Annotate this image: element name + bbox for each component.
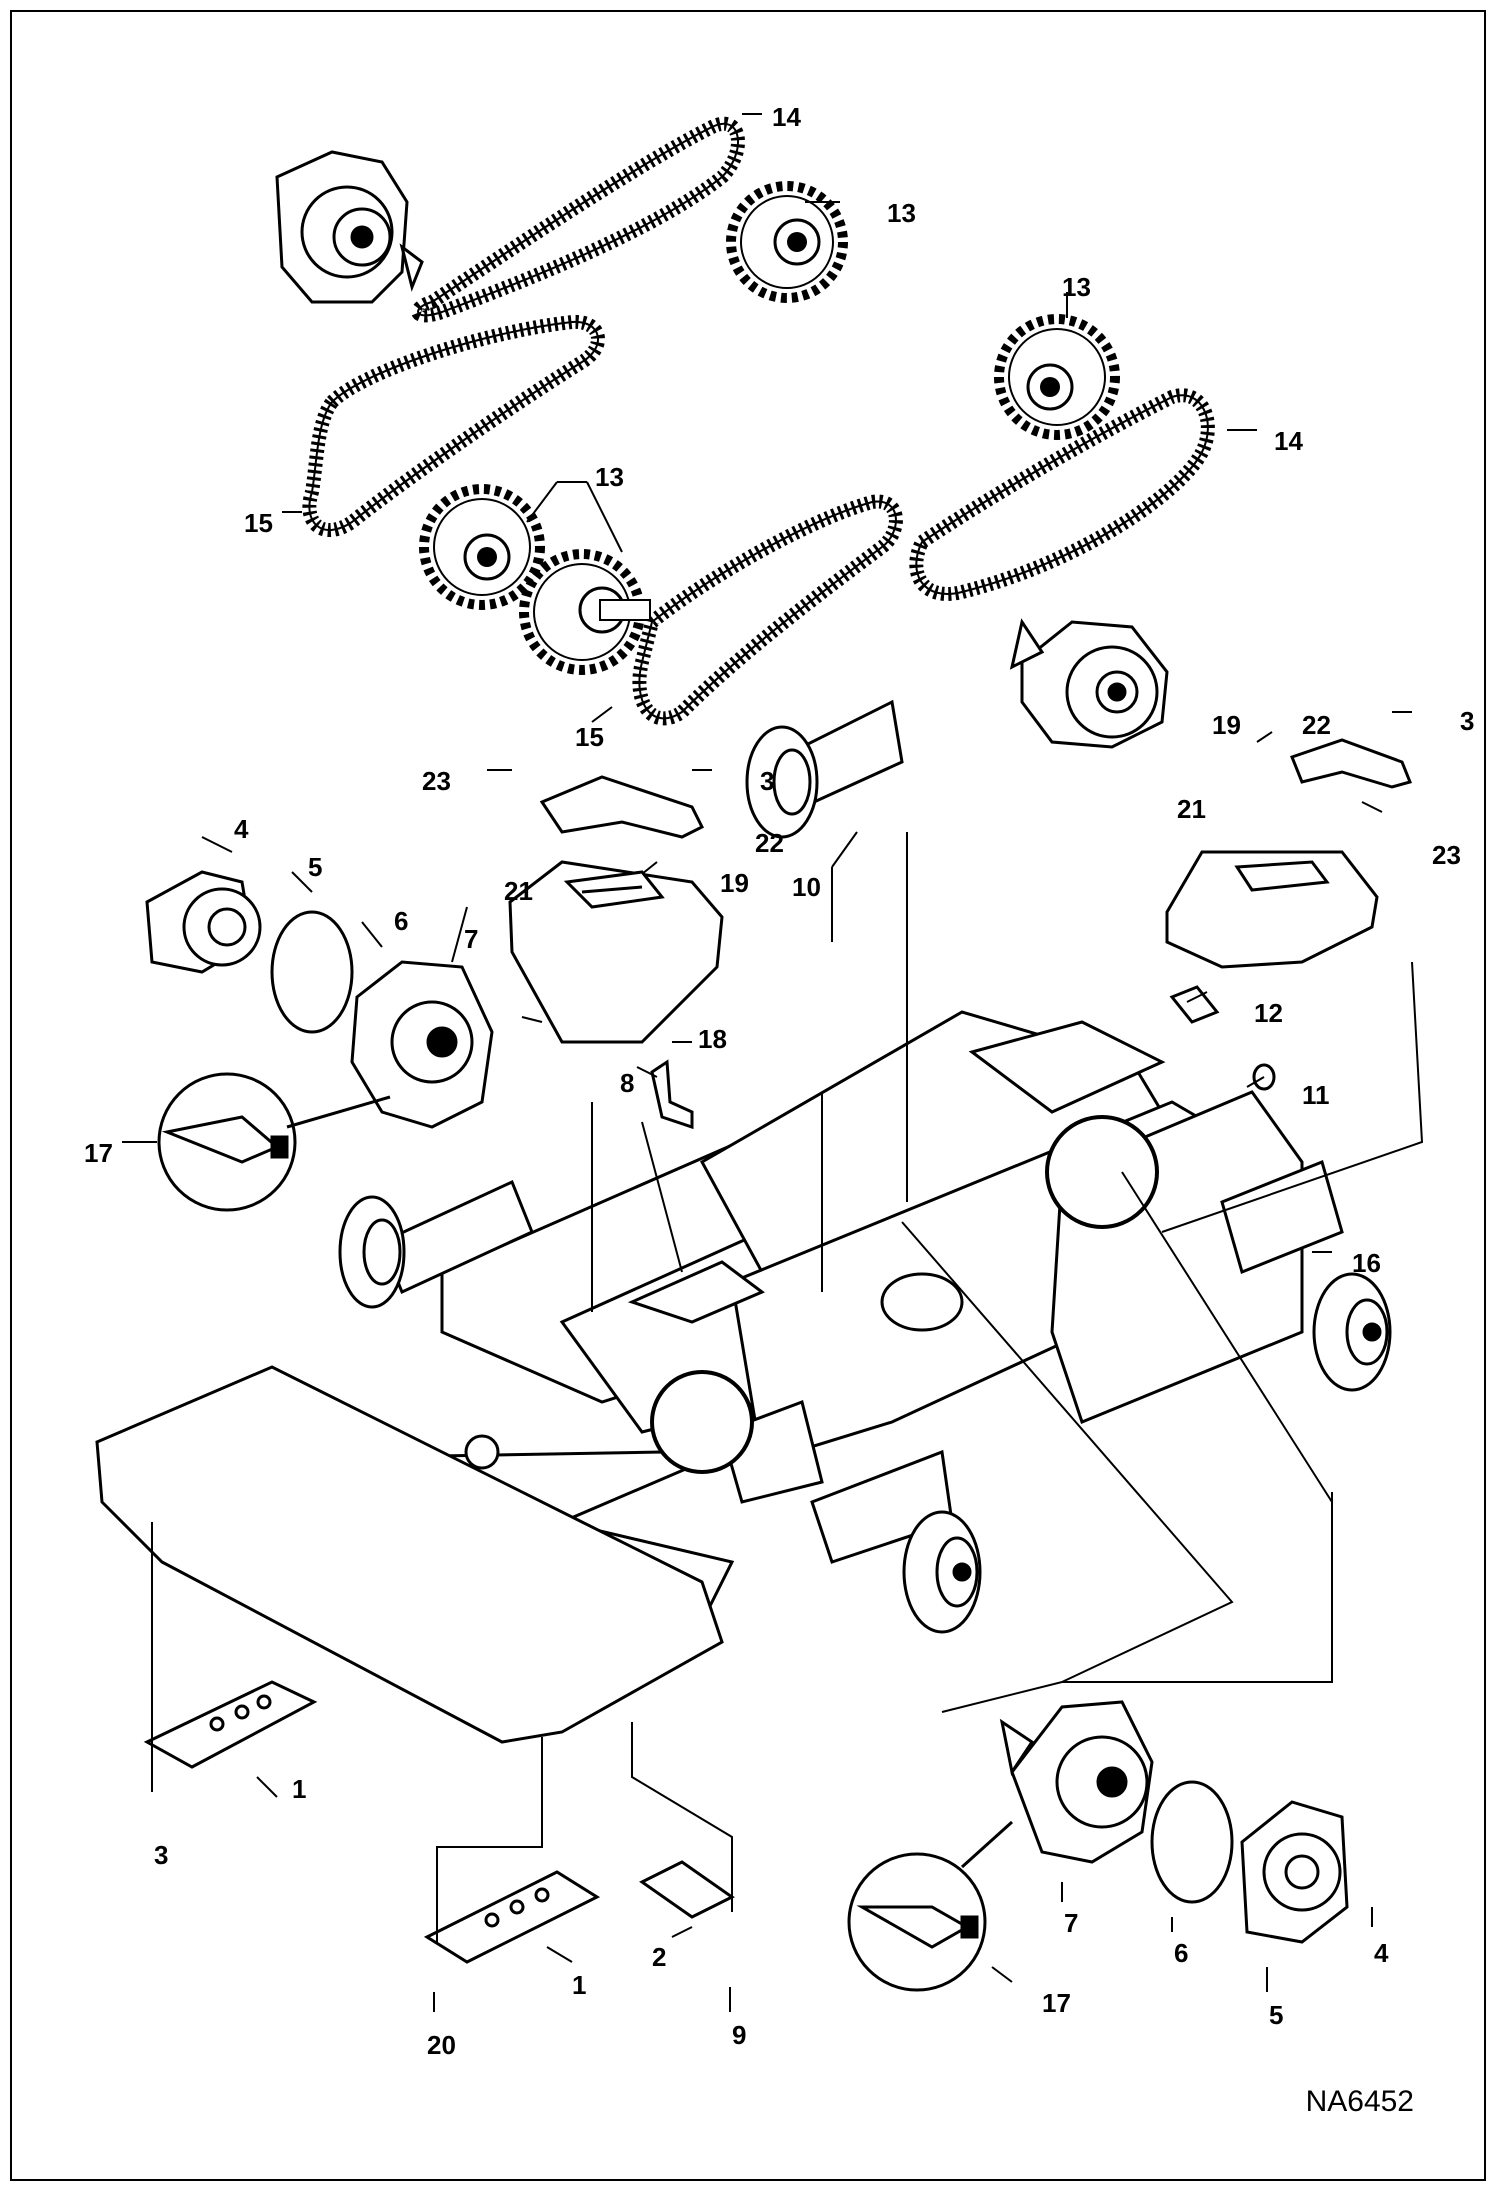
drive-housing-top-right [1009,618,1169,749]
callout-4-lower: 4 [1374,1938,1389,1968]
drive-housing-upper-left [350,960,494,1129]
callout-18: 18 [698,1024,727,1054]
callout-21-right: 21 [1177,794,1206,824]
callout-23-right: 23 [1432,840,1461,870]
sprocket-center-right [519,549,651,675]
callout-3-bottom: 3 [154,1840,169,1870]
axle-hub-right [1312,1272,1392,1392]
axle-hub-lower-left [338,1195,406,1309]
bracket-left [539,775,705,839]
track-guide-right [1165,850,1379,969]
drive-housing-lower-right [999,1700,1154,1864]
callout-13-center: 13 [595,462,624,492]
callout-3-center: 3 [760,766,775,796]
callout-20: 20 [427,2030,456,2060]
callout-4-upper: 4 [234,814,249,844]
sprocket-top-right [726,181,848,303]
clip-12 [1169,985,1220,1024]
drive-chain-right [909,388,1215,601]
cover-plate-small [639,1860,735,1919]
grease-bubble-right [847,1820,1014,1992]
callout-2: 2 [652,1942,667,1972]
drive-housing-top-left [275,150,424,304]
callout-22-left: 22 [755,828,784,858]
callout-19-right: 19 [1212,710,1241,740]
sprocket-center-left [419,484,545,610]
drive-chain-left [302,314,605,537]
callout-1-center: 1 [572,1970,587,2000]
callout-5-upper: 5 [308,852,323,882]
callout-13-top: 13 [887,198,916,228]
drawing-number: NA6452 [1305,2085,1414,2118]
drive-motor-upper-left [145,870,262,974]
callout-21-left: 21 [504,876,533,906]
axle-hub-upper-left [745,725,819,839]
access-plate-center [423,1870,601,1964]
drive-chain-top [411,116,745,323]
callout-15-left: 15 [244,508,273,538]
access-plate-left [143,1680,318,1769]
grease-bubble-left [157,1072,391,1212]
callout-14-right: 14 [1274,426,1303,456]
callout-16: 16 [1352,1248,1381,1278]
sprocket-right-upper [994,314,1120,440]
callout-11: 11 [1302,1080,1330,1110]
callout-7-upper: 7 [464,924,479,954]
axle-hub-lower-center [902,1510,982,1634]
track-guide-left [508,860,724,1044]
callout-23-left: 23 [422,766,451,796]
drive-chain-center [632,494,903,726]
chassis-frame [95,699,1344,1744]
callout-12: 12 [1254,998,1283,1028]
callout-13-right: 13 [1062,272,1091,302]
callout-22-right: 22 [1302,710,1331,740]
callout-6-upper: 6 [394,906,409,936]
callout-1-left: 1 [292,1774,307,1804]
drawing-frame: 14 13 13 14 13 15 15 19 22 3 23 3 22 21 … [10,10,1486,2181]
callout-17-left: 17 [84,1138,113,1168]
callout-5-lower: 5 [1269,2000,1284,2030]
drive-motor-lower-right [1240,1800,1349,1944]
callout-10: 10 [792,872,821,902]
sensor-bracket [650,1059,694,1130]
callout-14-top: 14 [772,102,801,132]
o-ring-upper-left [270,910,354,1034]
o-ring-lower-right [1150,1780,1234,1904]
callout-7-lower: 7 [1064,1908,1079,1938]
bracket-right [1290,738,1413,789]
callout-3-top-right: 3 [1460,706,1475,736]
callout-6-lower: 6 [1174,1938,1189,1968]
callout-15-center: 15 [575,722,604,752]
leader-lines [122,113,1424,2012]
callout-9: 9 [732,2020,747,2050]
callout-8: 8 [620,1068,635,1098]
exploded-parts-diagram [95,113,1424,2012]
callout-17-right: 17 [1042,1988,1071,2018]
callout-19-left: 19 [720,868,749,898]
